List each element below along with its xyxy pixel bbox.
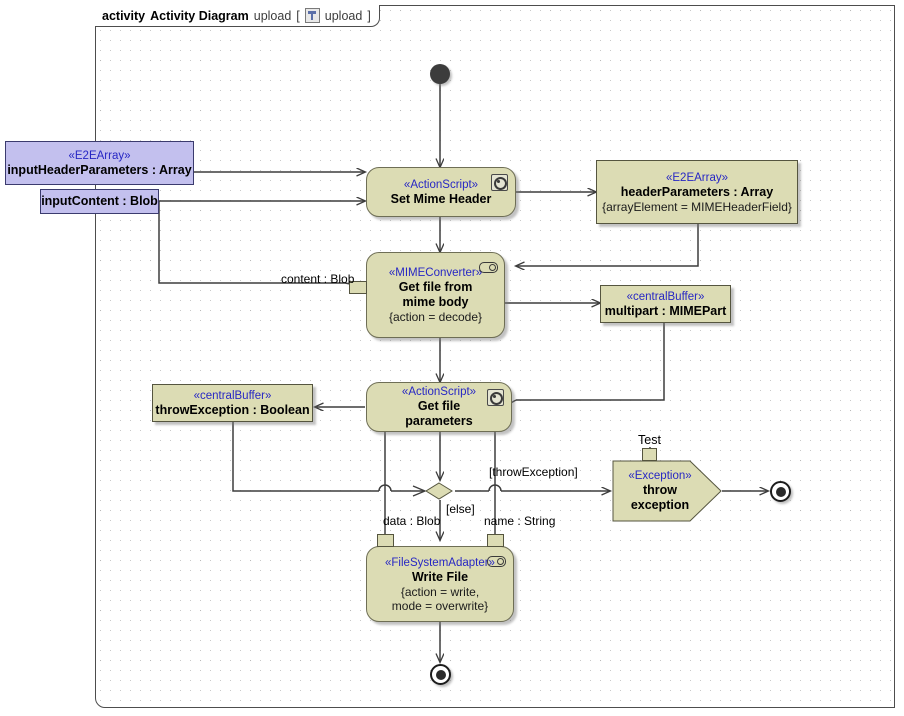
frame-type-label: Activity Diagram [150, 8, 249, 23]
action-throw-exception[interactable] [612, 460, 722, 522]
frame-keyword: activity [102, 8, 146, 23]
action-get-file-from-mime-body[interactable]: «MIMEConverter» Get file from mime body … [366, 252, 505, 338]
stereotype-label: «centralBuffer» [193, 389, 272, 402]
frame-name: upload [253, 8, 292, 23]
gear-icon [487, 389, 504, 406]
throw-exception-text: «Exception» throw exception [612, 460, 704, 522]
input-pin-content[interactable] [349, 281, 367, 294]
node-properties-label-line2: mode = overwrite} [391, 598, 489, 613]
node-name-label-line2: parameters [405, 414, 473, 428]
activity-final-node-main[interactable] [430, 664, 451, 685]
node-name-label-line1: Get file from [398, 280, 473, 294]
gear-icon [491, 174, 508, 191]
pill-icon [487, 556, 506, 567]
node-properties-label: {arrayElement = MIMEHeaderField} [602, 199, 792, 214]
object-node-header-parameters[interactable]: «E2EArray» headerParameters : Array {arr… [596, 160, 798, 224]
pill-icon [479, 262, 498, 273]
action-set-mime-header[interactable]: «ActionScript» Set Mime Header [366, 167, 516, 217]
node-properties-label: {action = decode} [388, 310, 483, 324]
node-name-label: multipart : MIMEPart [604, 303, 727, 318]
pin-label-test: Test [638, 433, 661, 447]
activity-final-node-exception[interactable] [770, 481, 791, 502]
object-node-input-header-parameters[interactable]: «E2EArray» inputHeaderParameters : Array [5, 141, 194, 185]
object-node-multipart[interactable]: «centralBuffer» multipart : MIMEPart [600, 285, 731, 323]
node-name-label-line1: Get file [417, 399, 461, 413]
node-properties-label-line1: {action = write, [400, 584, 480, 599]
frame-title-label: activity Activity Diagram upload [ uploa… [95, 5, 380, 27]
node-name-label-line2: mime body [402, 295, 469, 309]
node-name-label-line1: throw [642, 483, 678, 497]
frame-bracket-close: ] [367, 8, 371, 23]
node-name-label: Set Mime Header [390, 191, 492, 206]
pin-label-content: content : Blob [281, 272, 355, 286]
input-pin-test[interactable] [642, 448, 657, 461]
action-get-file-parameters[interactable]: «ActionScript» Get file parameters [366, 382, 512, 432]
stereotype-label: «ActionScript» [403, 178, 479, 191]
node-name-label: Write File [411, 569, 469, 584]
activity-diagram-icon [304, 8, 320, 23]
stereotype-label: «E2EArray» [665, 171, 728, 184]
stereotype-label: «ActionScript» [401, 386, 477, 398]
initial-node[interactable] [430, 64, 450, 84]
guard-label-else: [else] [446, 502, 475, 516]
node-name-label: inputContent : Blob [41, 194, 158, 208]
stereotype-label: «MIMEConverter» [388, 267, 483, 279]
node-name-label: headerParameters : Array [620, 184, 774, 199]
pin-label-data: data : Blob [383, 514, 441, 528]
object-node-throw-exception-buffer[interactable]: «centralBuffer» throwException : Boolean [152, 384, 313, 422]
stereotype-label: «centralBuffer» [626, 290, 705, 303]
stereotype-label: «FileSystemAdapter» [385, 556, 495, 569]
guard-label-throw-exception: [throwException] [489, 465, 578, 479]
stereotype-label: «E2EArray» [68, 149, 131, 162]
stereotype-label: «Exception» [628, 470, 692, 482]
frame-param-name: upload [324, 8, 363, 23]
node-name-label-line2: exception [630, 498, 690, 512]
action-write-file[interactable]: «FileSystemAdapter» Write File {action =… [366, 546, 514, 622]
frame-bracket-open: [ [296, 8, 300, 23]
decision-node[interactable] [425, 482, 453, 500]
node-name-label: throwException : Boolean [155, 402, 310, 417]
object-node-input-content[interactable]: inputContent : Blob [40, 189, 159, 214]
input-pin-name[interactable] [487, 534, 504, 547]
pin-label-name: name : String [484, 514, 556, 528]
node-name-label: inputHeaderParameters : Array [7, 162, 192, 177]
input-pin-data[interactable] [377, 534, 394, 547]
